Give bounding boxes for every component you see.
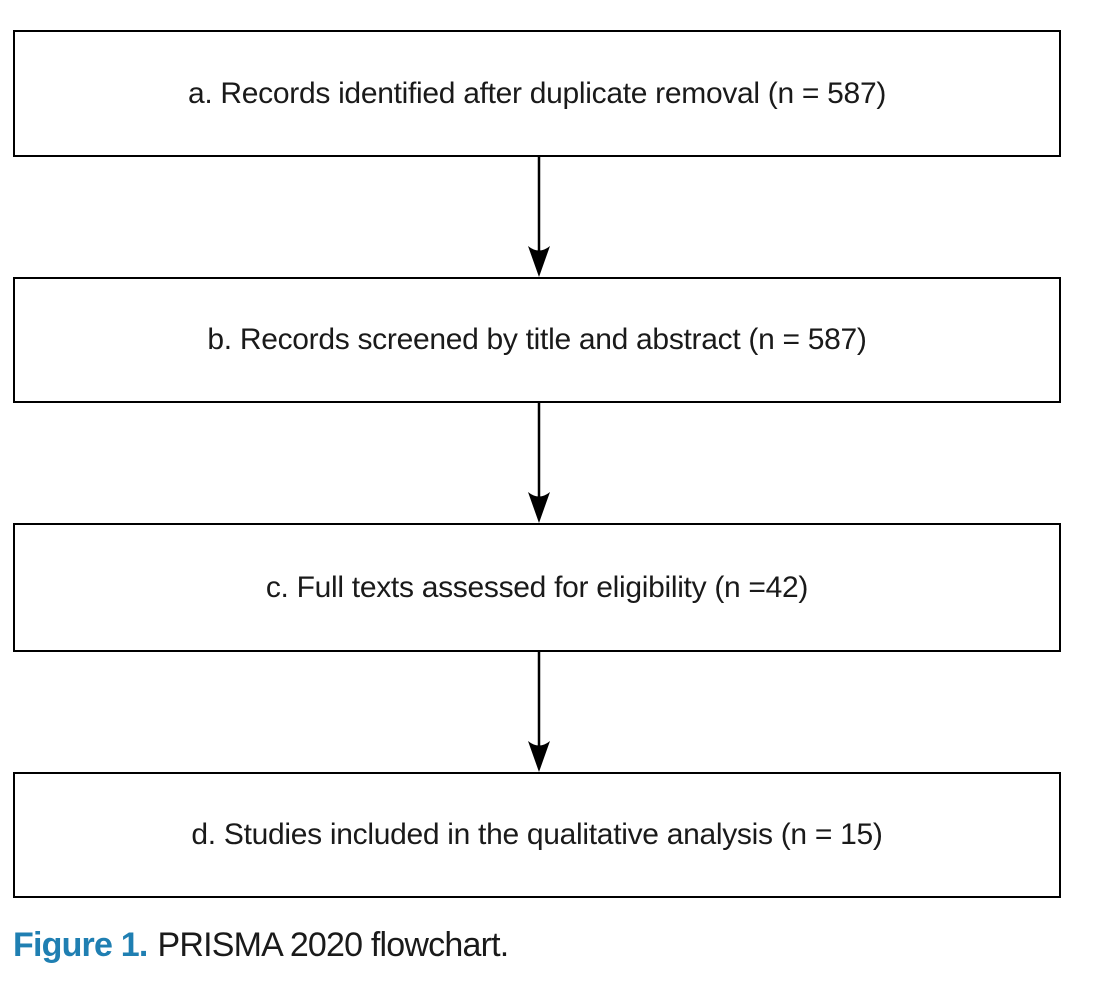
flow-box-label: c. Full texts assessed for eligibility (… xyxy=(265,570,809,604)
down-arrow-icon xyxy=(528,157,550,277)
figure-number-label: Figure 1. xyxy=(13,926,148,964)
flow-box-label: b. Records screened by title and abstrac… xyxy=(207,323,867,357)
down-arrow-icon xyxy=(528,652,550,772)
flow-box-label: a. Records identified after duplicate re… xyxy=(187,76,887,110)
flow-box-studies-included: d. Studies included in the qualitative a… xyxy=(13,772,1061,898)
flow-box-label: d. Studies included in the qualitative a… xyxy=(191,818,883,852)
flow-box-records-screened: b. Records screened by title and abstrac… xyxy=(13,277,1061,403)
figure-caption-text: PRISMA 2020 flowchart. xyxy=(157,926,510,964)
flow-box-records-identified: a. Records identified after duplicate re… xyxy=(13,30,1061,157)
down-arrow-icon xyxy=(528,403,550,523)
figure-caption: Figure 1.PRISMA 2020 flowchart. xyxy=(13,926,510,965)
flow-box-full-texts-assessed: c. Full texts assessed for eligibility (… xyxy=(13,523,1061,652)
